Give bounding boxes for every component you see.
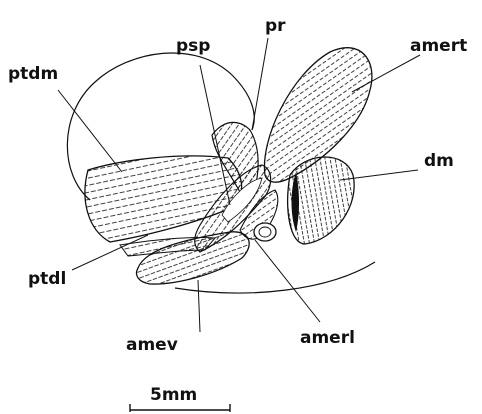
leader-ptdm [58,90,122,172]
leader-amerl [255,240,320,322]
label-pr: pr [265,18,286,35]
scale-bar-label: 5mm [150,387,197,404]
bone-ring [254,223,276,241]
label-psp: psp [176,38,210,55]
label-amert: amert [410,38,467,55]
leader-pr [252,38,268,130]
label-ptdm: ptdm [8,66,58,83]
label-dm: dm [424,153,454,170]
leader-amev [198,280,200,332]
label-ptdl: ptdl [28,271,66,288]
label-amerl: amerl [300,330,355,347]
label-amev: amev [126,337,178,354]
